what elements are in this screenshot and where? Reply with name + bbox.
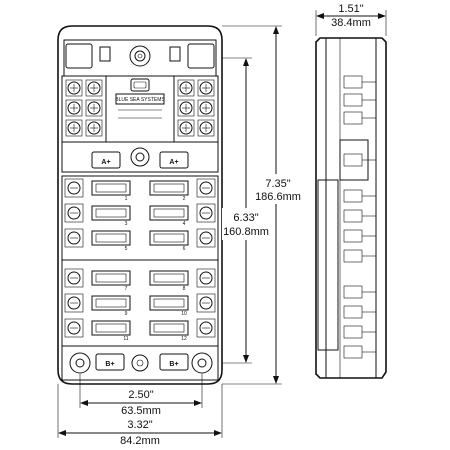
overall-width-mm: 84.2mm [120,435,160,447]
overall-height-dimension: 7.35" 186.6mm [222,25,301,385]
mount-width-dimension: 2.50" 63.5mm [79,374,203,417]
mount-height-mm: 160.8mm [223,226,269,238]
circuit-screw-terminal [196,293,216,313]
mount-width-mm: 63.5mm [121,405,161,417]
fuse-number: 3 [125,221,128,227]
circuit-screw-terminal [196,318,216,338]
screw-terminal [177,79,195,97]
side-slot [343,93,376,107]
a-plus-right-label: A+ [169,159,178,166]
circuit-screw-terminal [64,178,84,198]
mount-width-in: 2.50" [128,389,153,401]
fuse-number: 8 [183,286,186,292]
circuit-screw-terminal [196,268,216,288]
b-plus-bus: B+ B+ [61,345,219,381]
side-slot [343,305,376,319]
side-width-in: 1.51" [338,3,363,15]
top-terminal-cover [65,43,215,69]
screw-terminal [85,79,103,97]
circuit-screw-terminal [64,268,84,288]
side-slot [343,229,376,243]
b-plus-right-label: B+ [169,361,178,368]
circuit-screw-terminal [196,228,216,248]
fuse-slot: 3 [91,205,131,227]
side-slot [343,111,376,125]
fuse-number: 9 [125,311,128,317]
fuse-slot: 6 [149,230,189,252]
overall-width-dimension: 3.32" 84.2mm [57,384,223,447]
side-view [315,37,387,379]
fuse-slot: 10 [149,295,189,317]
circuit-screw-terminal [64,228,84,248]
fuse-slot: 7 [91,270,131,292]
screw-terminal [65,119,83,137]
side-view-slots [343,75,376,359]
side-slot [343,75,376,89]
side-slot [343,325,376,339]
fuse-row: 9 10 [64,293,216,317]
screw-terminal [197,119,215,137]
side-slot [343,209,376,223]
mount-height-in: 6.33" [233,212,258,224]
fuse-number: 5 [125,246,128,252]
overall-width-in: 3.32" [127,419,152,431]
screw-terminal [85,99,103,117]
fuse-number: 6 [183,246,186,252]
side-slot [343,285,376,299]
fuse-number: 12 [181,336,187,342]
side-slot [343,345,376,359]
overall-height-in: 7.35" [265,178,290,190]
overall-height-mm: 186.6mm [255,191,301,203]
circuit-screw-terminal [64,293,84,313]
circuit-screw-terminal [64,318,84,338]
fuse-slot: 8 [149,270,189,292]
a-plus-left-label: A+ [101,159,110,166]
fuse-slot: 5 [91,230,131,252]
screw-terminal [177,99,195,117]
side-slot [343,153,376,167]
screw-terminal [197,99,215,117]
negative-bus-terminals [61,75,219,143]
circuit-screw-terminal [196,178,216,198]
screw-terminal [65,99,83,117]
fuse-slot: 12 [149,320,189,342]
side-width-mm: 38.4mm [331,17,371,29]
fuse-number: 11 [123,336,128,342]
fuse-number: 4 [183,221,186,227]
circuit-screw-terminal [64,203,84,223]
mount-height-dimension: 6.33" 160.8mm [222,57,270,364]
fuse-number: 1 [125,196,128,202]
fuse-slot: 11 [91,320,131,342]
fuse-area [61,175,219,347]
b-plus-left-label: B+ [105,361,114,368]
circuit-screw-terminal [196,203,216,223]
brand-plate: BLUE SEA SYSTEMS [115,78,165,119]
fuse-number: 7 [125,286,128,292]
brand-label: BLUE SEA SYSTEMS [115,97,165,103]
a-plus-bus: A+ A+ [61,141,219,173]
fuse-row: 11 12 [64,318,216,342]
screw-terminal [65,79,83,97]
fuse-number: 10 [181,311,187,317]
screw-terminal [85,119,103,137]
screw-terminal [177,119,195,137]
side-slot [343,189,376,203]
side-width-dimension: 1.51" 38.4mm [315,3,387,36]
fuse-slot: 1 [91,180,131,202]
fuse-number: 2 [183,196,186,202]
fuse-slot: 9 [91,295,131,317]
fuse-slot: 2 [149,180,189,202]
side-slot [343,249,376,263]
negative-screws [65,79,215,137]
screw-terminal [197,79,215,97]
fuse-slot: 4 [149,205,189,227]
